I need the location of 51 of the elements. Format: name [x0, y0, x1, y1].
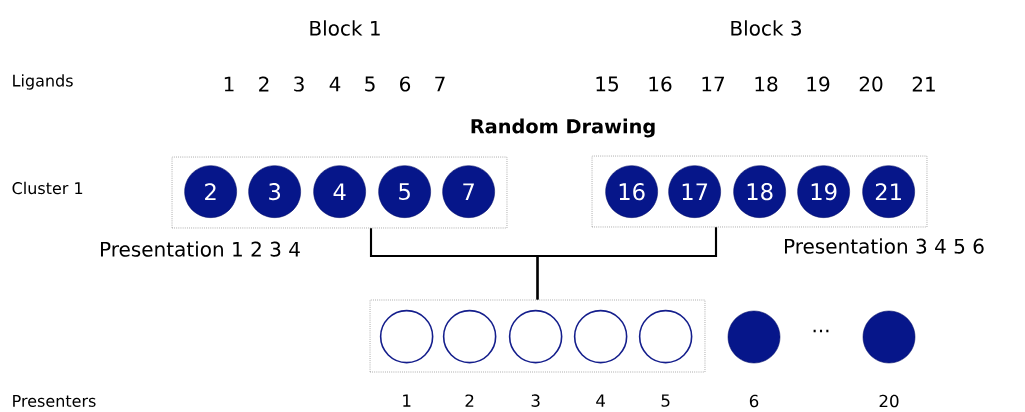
ball [862, 310, 916, 364]
cluster-box [171, 156, 508, 229]
ball: 5 [378, 165, 431, 218]
block-heading: Block 3 [731, 20, 801, 36]
ball: 21 [862, 165, 915, 218]
ligand-number: 4 [329, 76, 341, 92]
ligand-number: 16 [649, 76, 672, 92]
ball: 7 [442, 165, 495, 218]
presentation-label: Presentation 1 2 3 4 [101, 241, 300, 257]
row-label: Ligands [13, 74, 73, 90]
ball: 2 [184, 165, 237, 218]
ball: 3 [248, 165, 301, 218]
ligand-number: 21 [912, 76, 935, 92]
ligand-number: 17 [702, 76, 724, 92]
presenter-number: 5 [661, 394, 670, 407]
cluster-box [591, 155, 928, 228]
ligand-number: 2 [259, 76, 269, 92]
row-label: Presenters [13, 395, 96, 407]
ball: 18 [733, 165, 786, 218]
ligand-number: 20 [859, 76, 883, 92]
presenter-number: 1 [403, 394, 411, 407]
row-label: Cluster 1 [12, 181, 83, 195]
presentation-label: Presentation 3 4 5 6 [785, 238, 984, 254]
cluster-box [369, 299, 706, 373]
ball: 17 [668, 165, 721, 218]
presenter-number: 4 [596, 394, 605, 407]
ligand-number: 7 [435, 76, 445, 92]
ligand-number: 19 [807, 76, 830, 92]
presenter-number: 3 [531, 394, 540, 407]
empty-circle [508, 309, 563, 364]
section-heading: Random Drawing [471, 118, 655, 138]
presenter-number: 2 [465, 394, 474, 407]
empty-circle [573, 309, 628, 364]
empty-circle [638, 309, 693, 364]
ligand-number: 15 [596, 76, 618, 92]
presenter-number: 20 [879, 394, 899, 408]
ligand-number: 5 [365, 76, 375, 92]
empty-circle [379, 309, 434, 364]
empty-circle [442, 309, 497, 364]
block-heading: Block 1 [310, 20, 380, 36]
ligand-number: 6 [400, 76, 411, 92]
ligand-number: 18 [755, 76, 778, 92]
ball: 19 [797, 165, 850, 218]
ball: 4 [313, 165, 366, 218]
presenter-number: 6 [749, 394, 759, 408]
ellipsis: ... [813, 329, 829, 333]
ball: 16 [605, 165, 658, 218]
ball [727, 310, 781, 364]
ligand-number: 1 [224, 76, 234, 92]
ligand-number: 3 [294, 76, 304, 92]
bracket-line [536, 227, 718, 300]
